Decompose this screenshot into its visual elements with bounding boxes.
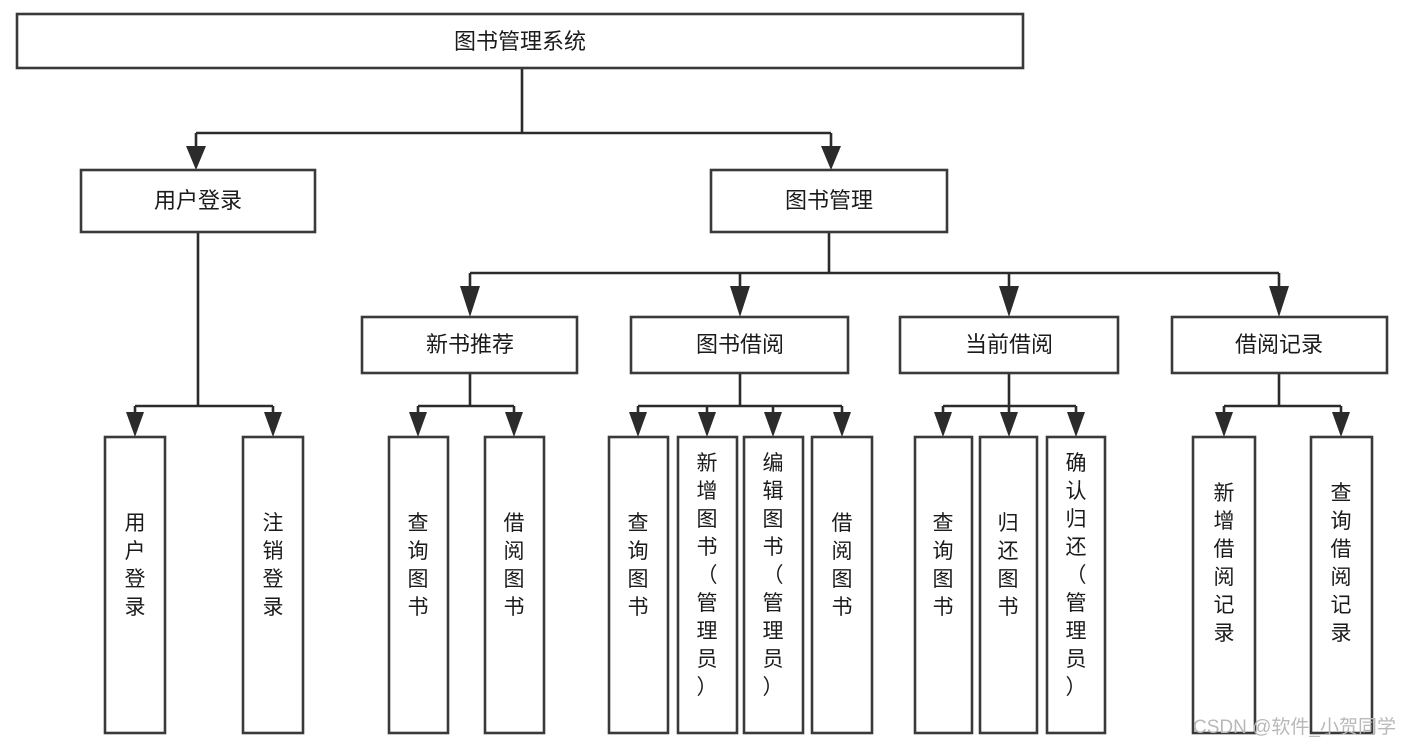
node-book-borrow[interactable]: 图书借阅 <box>629 315 850 375</box>
node-current-borrow-label: 当前借阅 <box>965 332 1053 357</box>
node-book-borrow-label: 图书借阅 <box>696 332 784 357</box>
leaf-borrow-book-label: 借阅图书 <box>832 512 853 619</box>
leaf-confirm-return-admin-box[interactable] <box>1045 435 1107 735</box>
arrowhead-login-leaf-1 <box>126 412 144 437</box>
arrowhead-root-to-bookmgmt <box>821 146 841 170</box>
leaf-query-book-newbooks-label: 查询图书 <box>408 512 429 619</box>
arrowhead-borrow-leaf-3 <box>764 412 782 437</box>
node-root-label: 图书管理系统 <box>454 29 586 54</box>
leaf-return-book-label: 归还图书 <box>998 512 1019 619</box>
leaf-query-borrow-record-box[interactable] <box>1309 435 1374 735</box>
leaf-query-book-current[interactable]: 查询图书 <box>913 435 974 735</box>
node-book-management[interactable]: 图书管理 <box>709 168 949 234</box>
leaf-add-borrow-record-label: 新增借阅记录 <box>1214 482 1235 645</box>
leaf-add-book-admin[interactable]: 新增图书（管理员） <box>676 435 739 735</box>
arrowhead-root-to-login <box>186 146 206 170</box>
csdn-watermark: CSDN @软件_小贺同学 <box>1193 716 1396 738</box>
arrowhead-borrow-leaf-2 <box>698 412 716 437</box>
arrowhead-current-leaf-1 <box>934 412 952 437</box>
node-book-borrow-box[interactable] <box>629 315 850 375</box>
leaf-return-book-box[interactable] <box>978 435 1039 735</box>
leaf-query-book-borrow[interactable]: 查询图书 <box>607 435 670 735</box>
leaf-add-borrow-record-box[interactable] <box>1191 435 1257 735</box>
leaf-user-login[interactable]: 用户登录 <box>103 435 167 735</box>
leaf-add-book-admin-label: 新增图书（管理员） <box>697 452 718 699</box>
leaf-logout-label: 注销登录 <box>263 512 284 619</box>
node-new-book-recommend-box[interactable] <box>360 315 579 375</box>
leaf-logout[interactable]: 注销登录 <box>241 435 305 735</box>
node-borrow-records-label: 借阅记录 <box>1235 332 1323 357</box>
leaf-query-book-borrow-label: 查询图书 <box>628 512 649 619</box>
arrowhead-to-current <box>999 286 1019 317</box>
leaf-user-login-label: 用户登录 <box>125 512 146 619</box>
leaf-borrow-book-box[interactable] <box>810 435 874 735</box>
arrowhead-current-leaf-2 <box>1000 412 1018 437</box>
leaf-confirm-return-admin[interactable]: 确认归还（管理员） <box>1045 435 1107 735</box>
leaf-query-book-newbooks[interactable]: 查询图书 <box>387 435 450 735</box>
arrowhead-to-borrow <box>730 286 750 317</box>
node-book-management-label: 图书管理 <box>785 188 873 213</box>
leaf-add-book-admin-box[interactable] <box>676 435 739 735</box>
arrowhead-newbooks-leaf-1 <box>409 412 427 437</box>
arrowhead-borrow-leaf-4 <box>833 412 851 437</box>
leaf-add-borrow-record[interactable]: 新增借阅记录 <box>1191 435 1257 735</box>
leaf-query-book-newbooks-box[interactable] <box>387 435 450 735</box>
arrowhead-to-records <box>1269 286 1289 317</box>
leaf-edit-book-admin[interactable]: 编辑图书（管理员） <box>742 435 805 735</box>
node-borrow-records[interactable]: 借阅记录 <box>1170 315 1389 375</box>
node-current-borrow-box[interactable] <box>898 315 1120 375</box>
arrowhead-current-leaf-3 <box>1067 412 1085 437</box>
leaf-borrow-book[interactable]: 借阅图书 <box>810 435 874 735</box>
leaf-logout-box[interactable] <box>241 435 305 735</box>
arrowhead-records-leaf-1 <box>1215 412 1233 437</box>
leaf-edit-book-admin-box[interactable] <box>742 435 805 735</box>
node-borrow-records-box[interactable] <box>1170 315 1389 375</box>
leaf-query-book-current-label: 查询图书 <box>933 512 954 619</box>
node-user-login-label: 用户登录 <box>154 188 242 213</box>
leaf-query-borrow-record-label: 查询借阅记录 <box>1331 482 1352 645</box>
arrowhead-records-leaf-2 <box>1332 412 1350 437</box>
connector-layer <box>126 68 1350 437</box>
node-user-login-box[interactable] <box>79 168 317 234</box>
leaf-borrow-book-newbooks[interactable]: 借阅图书 <box>483 435 546 735</box>
node-new-book-recommend-label: 新书推荐 <box>426 332 514 357</box>
leaf-return-book[interactable]: 归还图书 <box>978 435 1039 735</box>
node-user-login[interactable]: 用户登录 <box>79 168 317 234</box>
leaf-confirm-return-admin-label: 确认归还（管理员） <box>1066 452 1087 699</box>
node-root[interactable]: 图书管理系统 <box>15 12 1025 70</box>
leaf-edit-book-admin-label: 编辑图书（管理员） <box>763 452 784 699</box>
arrowhead-borrow-leaf-1 <box>629 412 647 437</box>
leaf-borrow-book-newbooks-label: 借阅图书 <box>504 512 525 619</box>
leaf-query-borrow-record[interactable]: 查询借阅记录 <box>1309 435 1374 735</box>
arrowhead-to-newbooks <box>460 286 480 317</box>
leaf-borrow-book-newbooks-box[interactable] <box>483 435 546 735</box>
arrowhead-login-leaf-2 <box>264 412 282 437</box>
node-current-borrow[interactable]: 当前借阅 <box>898 315 1120 375</box>
arrowhead-newbooks-leaf-2 <box>505 412 523 437</box>
leaf-query-book-current-box[interactable] <box>913 435 974 735</box>
node-new-book-recommend[interactable]: 新书推荐 <box>360 315 579 375</box>
node-root-box[interactable] <box>15 12 1025 70</box>
node-book-management-box[interactable] <box>709 168 949 234</box>
leaf-user-login-box[interactable] <box>103 435 167 735</box>
leaf-query-book-borrow-box[interactable] <box>607 435 670 735</box>
